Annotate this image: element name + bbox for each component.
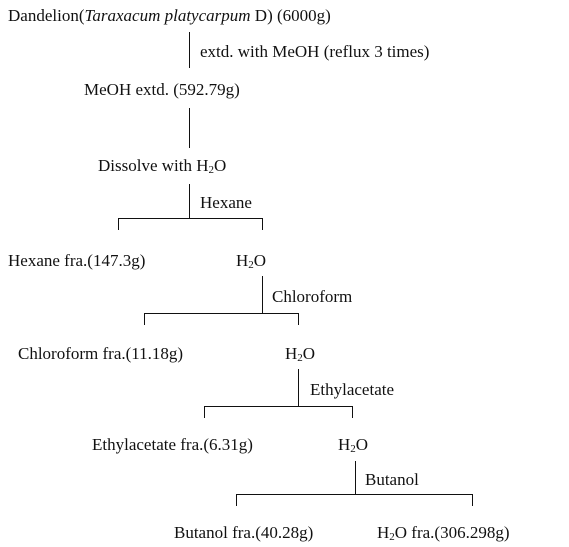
hexane-fraction-node: Hexane fra.(147.3g)	[8, 251, 146, 270]
split-bar-hexane	[118, 218, 262, 219]
connector-chloroform	[262, 276, 263, 313]
chloroform-fraction-node: Chloroform fra.(11.18g)	[18, 344, 184, 363]
source-node: Dandelion(Taraxacum platycarpum D) (6000…	[8, 6, 331, 25]
meoh-extract-node: MeOH extd. (592.79g)	[84, 80, 240, 99]
split-tick-left	[204, 406, 205, 418]
water-node-1: H2O	[236, 251, 267, 271]
water-node-3: H2O	[338, 435, 369, 455]
hexane-label: Hexane	[200, 193, 252, 212]
split-tick-right	[298, 313, 299, 325]
connector-hexane	[189, 184, 190, 218]
ethylacetate-label: Ethylacetate	[310, 380, 395, 399]
butanol-fraction-node: Butanol fra.(40.28g)	[174, 523, 314, 542]
split-tick-left	[118, 218, 119, 230]
split-bar-ethylacetate	[204, 406, 352, 407]
split-tick-right	[262, 218, 263, 230]
split-tick-right	[472, 494, 473, 506]
split-bar-chloroform	[144, 313, 298, 314]
split-bar-butanol	[236, 494, 472, 495]
ethylacetate-fraction-node: Ethylacetate fra.(6.31g)	[92, 435, 253, 454]
species-name: Taraxacum platycarpum	[84, 6, 251, 25]
chloroform-label: Chloroform	[272, 287, 353, 306]
water-fraction-node: H2O fra.(306.298g)	[377, 523, 510, 543]
split-tick-right	[352, 406, 353, 418]
connector-step2	[189, 108, 190, 148]
connector-step1	[189, 32, 190, 68]
water-node-2: H2O	[285, 344, 316, 364]
split-tick-left	[144, 313, 145, 325]
dissolve-node: Dissolve with H2O	[98, 156, 227, 176]
split-tick-left	[236, 494, 237, 506]
butanol-label: Butanol	[365, 470, 419, 489]
connector-ethylacetate	[298, 369, 299, 406]
step1-label: extd. with MeOH (reflux 3 times)	[200, 42, 430, 61]
connector-butanol	[355, 461, 356, 494]
